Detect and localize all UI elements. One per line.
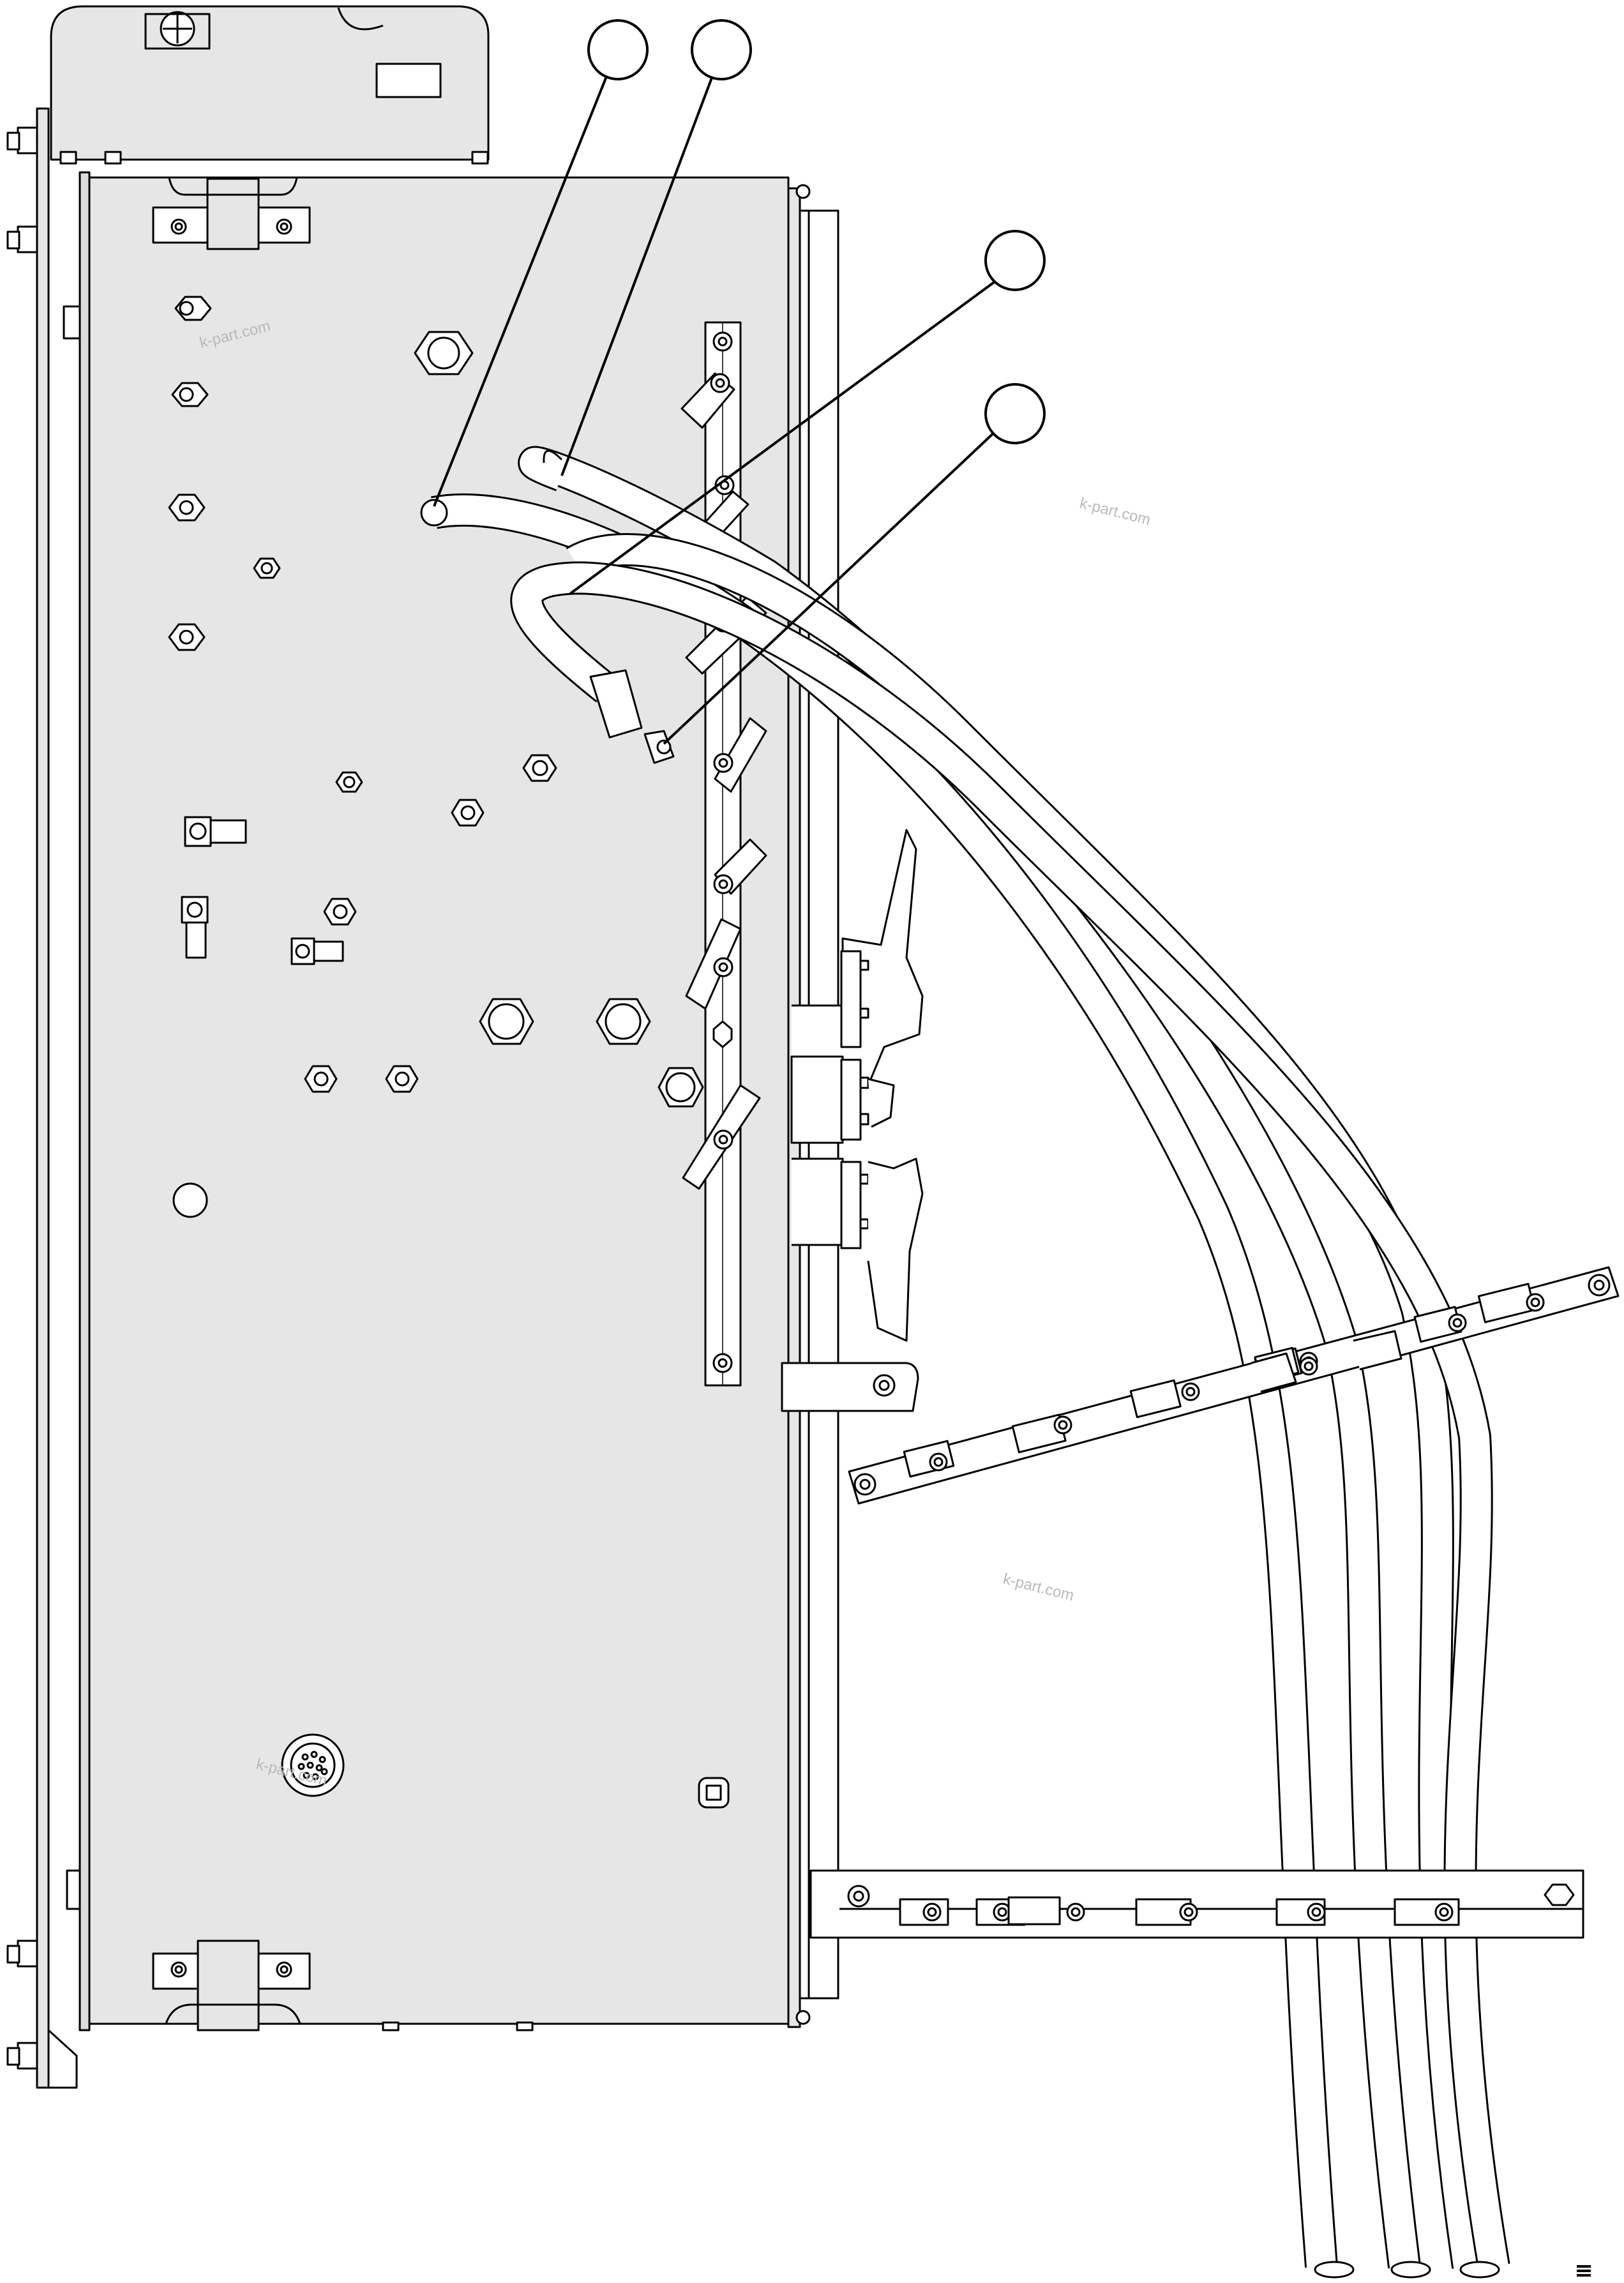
left-mounting-rail [6, 107, 87, 2089]
watermark-text: k-part.com [1002, 1571, 1076, 1605]
hex-nut [451, 799, 485, 827]
hex-nut [304, 1065, 338, 1093]
corner-mark [1577, 2265, 1591, 2277]
top-housing [50, 5, 490, 165]
hex-nut [253, 557, 281, 579]
hex-nut [168, 623, 206, 651]
hex-nut [335, 771, 363, 793]
horizontal-clamp-rail [809, 1869, 1584, 1939]
large-hex-nut [658, 1067, 704, 1108]
round-connector [281, 1733, 345, 1797]
hex-nut [323, 898, 357, 926]
elbow-fitting [184, 816, 247, 847]
large-hex-nut [596, 998, 651, 1045]
callouts [433, 19, 1046, 745]
hex-nut [168, 494, 206, 522]
hose-bundle [420, 446, 1510, 2279]
side-brackets [781, 829, 924, 1412]
elbow-fitting [290, 937, 344, 965]
hex-nut [174, 296, 212, 321]
hex-nut [385, 1065, 419, 1093]
panel-fittings [168, 296, 730, 1809]
callout-circle-2 [691, 19, 752, 80]
hex-nut [522, 754, 557, 782]
large-hex-nut [479, 998, 534, 1045]
large-hex-nut [414, 331, 474, 375]
square-plug [698, 1777, 730, 1809]
diagonal-clamp-rail [848, 1266, 1620, 1505]
callout-circle-1 [587, 19, 649, 80]
elbow-fitting [181, 896, 209, 959]
hex-nut [171, 382, 209, 407]
callout-circle-4 [984, 383, 1046, 444]
watermark-text: k-part.com [1078, 495, 1153, 529]
plug [172, 1182, 208, 1218]
callout-circle-3 [984, 230, 1046, 291]
